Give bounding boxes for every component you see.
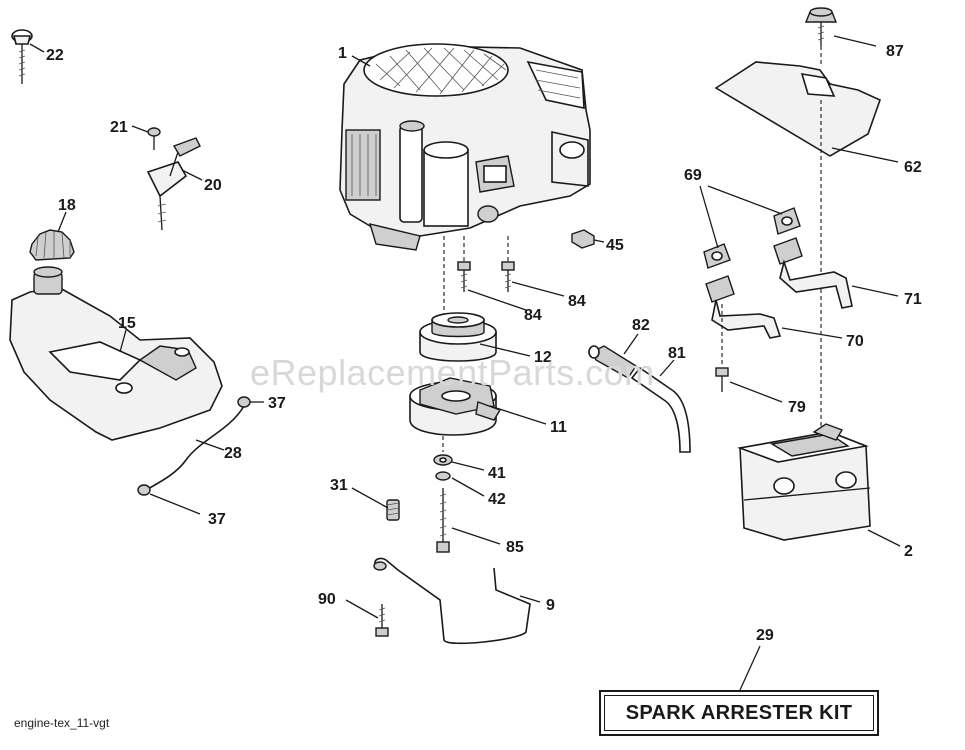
- part-82-fitting: [588, 345, 637, 379]
- callout-84-left: 84: [524, 307, 542, 324]
- callout-21: 21: [110, 119, 128, 136]
- part-9-bracket: [373, 557, 531, 645]
- callout-70: 70: [846, 333, 864, 350]
- callout-79: 79: [788, 399, 806, 416]
- part-71-exhaust-pipe: [773, 237, 853, 309]
- part-81-hose: [630, 366, 691, 453]
- part-79-bolt: [715, 304, 729, 392]
- part-12-pulley: [419, 236, 497, 362]
- callout-12: 12: [534, 349, 552, 366]
- callout-18: 18: [58, 197, 76, 214]
- callout-45: 45: [606, 237, 624, 254]
- callout-71: 71: [904, 291, 922, 308]
- spark-arrester-kit-label: SPARK ARRESTER KIT: [625, 701, 853, 724]
- part-84-bolts: [457, 236, 515, 292]
- callout-84-right: 84: [568, 293, 586, 310]
- callout-1: 1: [338, 45, 347, 62]
- part-41-washer: [433, 436, 453, 466]
- part-45-nut: [571, 229, 595, 249]
- callout-37-bottom: 37: [208, 511, 226, 528]
- part-90-bolt: [375, 604, 389, 637]
- callout-90: 90: [318, 591, 336, 608]
- callout-15: 15: [118, 315, 136, 332]
- callout-22: 22: [46, 47, 64, 64]
- part-18-fuel-cap: [29, 229, 75, 261]
- callout-labels: 1 2 9 11 12 15 18 20 21 22 28 29 31 37 3…: [46, 43, 922, 644]
- callout-81: 81: [668, 345, 686, 362]
- part-42-lock-washer: [435, 471, 451, 481]
- callout-20: 20: [204, 177, 222, 194]
- part-22-push-pin: [11, 29, 33, 84]
- part-62-heat-shield: [714, 46, 881, 440]
- callout-9: 9: [546, 597, 555, 614]
- callout-85: 85: [506, 539, 524, 556]
- callout-37-top: 37: [268, 395, 286, 412]
- part-11-electric-clutch: [409, 377, 502, 436]
- part-2-muffler: [736, 423, 871, 541]
- callout-62: 62: [904, 159, 922, 176]
- callout-29: 29: [756, 627, 774, 644]
- spark-arrester-kit-box: SPARK ARRESTER KIT: [599, 690, 879, 736]
- callout-82: 82: [632, 317, 650, 334]
- part-70-exhaust-pipe: [705, 275, 782, 339]
- callout-69: 69: [684, 167, 702, 184]
- part-21-screw: [147, 127, 161, 150]
- callout-31: 31: [330, 477, 348, 494]
- callout-41: 41: [488, 465, 506, 482]
- part-20-control-bracket: [146, 137, 201, 231]
- callout-28: 28: [224, 445, 242, 462]
- part-15-fuel-tank: [9, 266, 223, 441]
- callout-2: 2: [904, 543, 913, 560]
- leader-lines: [29, 35, 901, 691]
- part-87-bolt: [804, 7, 838, 46]
- callout-87: 87: [886, 43, 904, 60]
- part-69-gaskets: [703, 207, 801, 269]
- part-1-engine: [339, 43, 591, 251]
- diagram-caption: engine-tex_11-vgt: [14, 716, 110, 730]
- callout-11: 11: [550, 419, 567, 436]
- watermark-text: eReplacementParts.com: [250, 352, 655, 393]
- callout-42: 42: [488, 491, 506, 508]
- part-31-set-screw: [386, 499, 400, 521]
- part-85-bolt: [436, 488, 450, 553]
